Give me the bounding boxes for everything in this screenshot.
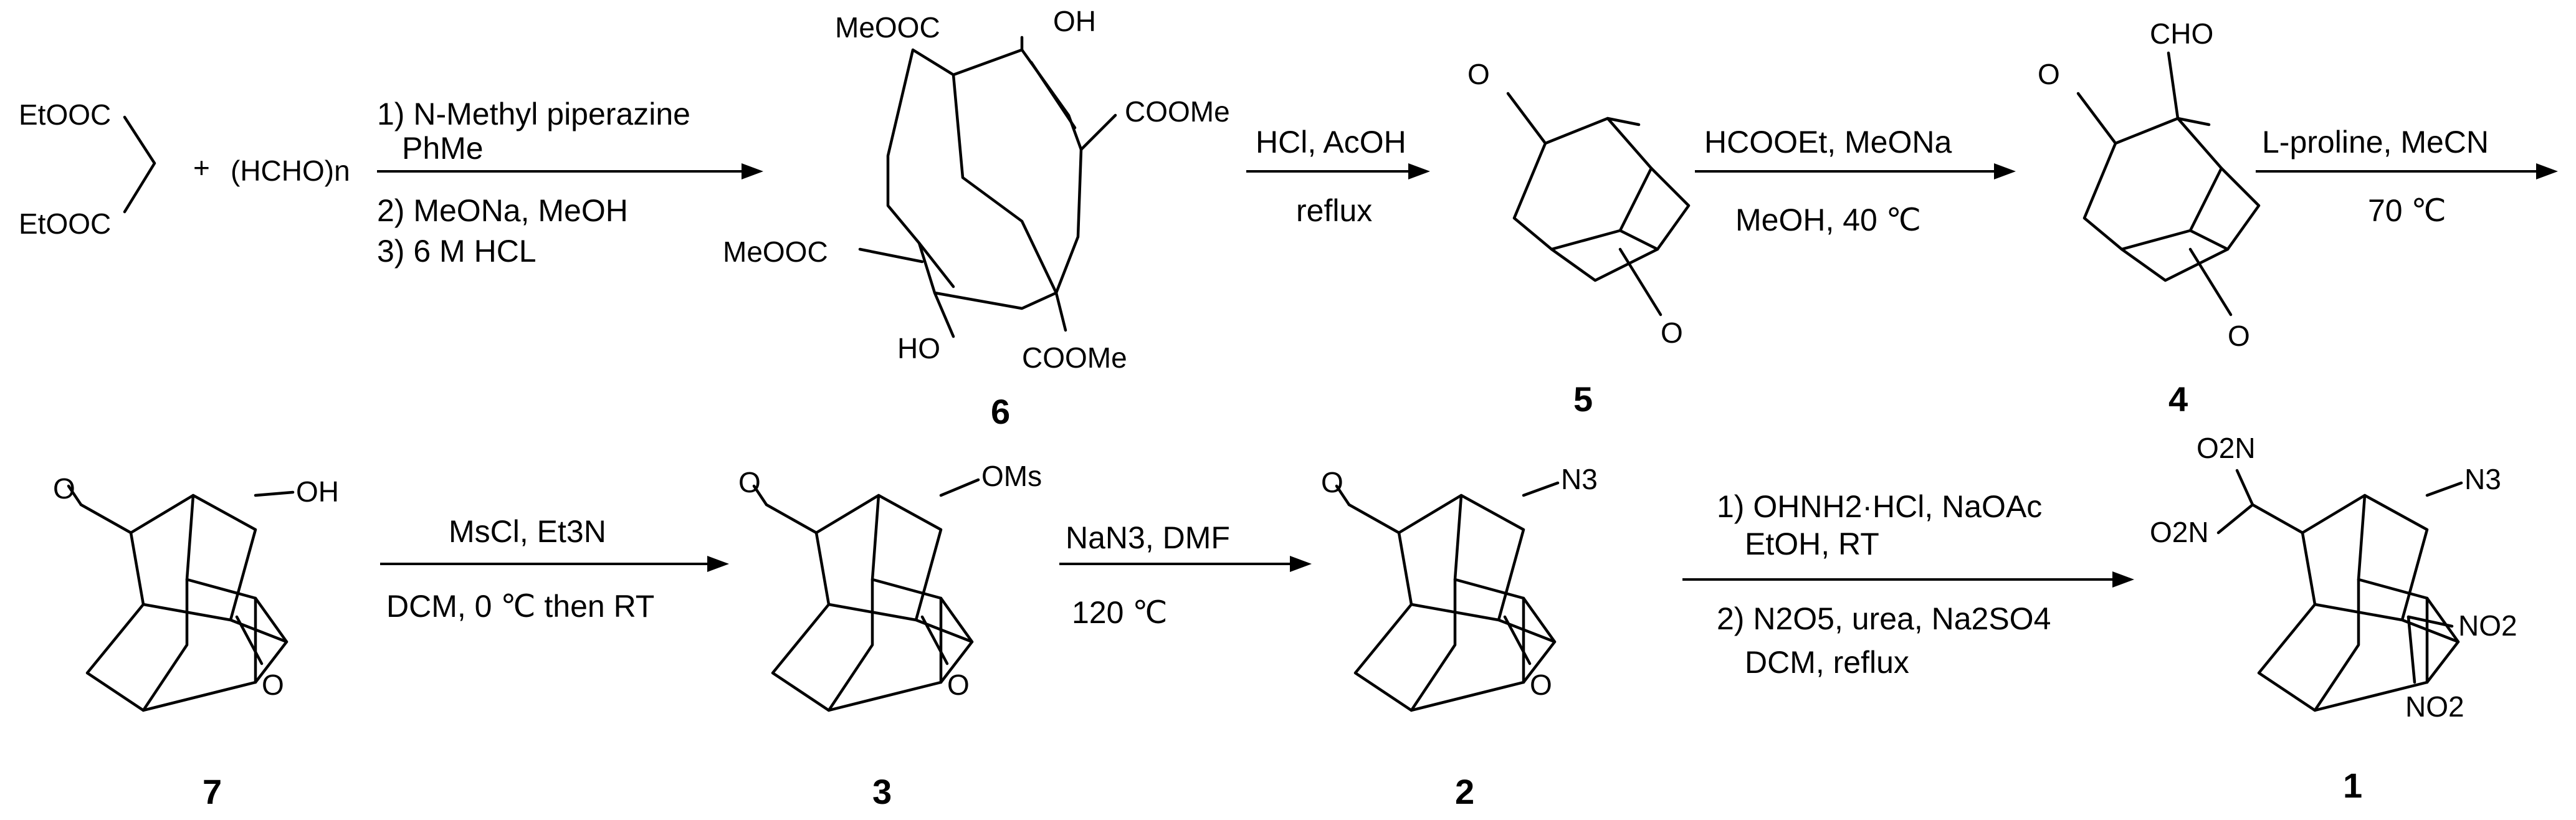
step-4-below: 70 ℃ xyxy=(2368,193,2446,228)
c6-label-ho-bottom: HO xyxy=(897,332,940,365)
compound-3: O OMs O 3 xyxy=(738,460,1042,811)
step-7-line-2: EtOH, RT xyxy=(1745,527,1879,561)
c2-number: 2 xyxy=(1455,772,1474,811)
step-5: MsCl, Et3N DCM, 0 ℃ then RT xyxy=(380,514,729,624)
c6-label-meooc-top: MeOOC xyxy=(835,11,940,44)
c5-o-bottom: O xyxy=(1661,317,1683,349)
step-1-line-3: 2) MeONa, MeOH xyxy=(377,193,628,228)
compound-4: CHO O O 4 xyxy=(2038,17,2259,419)
c3-number: 3 xyxy=(872,772,892,811)
step-3-arrowhead xyxy=(1994,163,2016,179)
c2-o-top: O xyxy=(1321,466,1343,498)
compound-6: MeOOC OH COOMe MeOOC HO COOMe 6 xyxy=(723,5,1230,431)
step-7-arrowhead xyxy=(2112,571,2134,588)
c7-number: 7 xyxy=(203,772,222,811)
step-6-arrowhead xyxy=(1290,556,1312,572)
step-4-above: L-proline, MeCN xyxy=(2262,125,2489,160)
step-1-line-4: 3) 6 M HCL xyxy=(377,234,537,269)
step-1-line-1: 1) N-Methyl piperazine xyxy=(377,97,690,131)
step-1: 1) N-Methyl piperazine PhMe 2) MeONa, Me… xyxy=(377,97,763,269)
c4-cho: CHO xyxy=(2150,17,2213,50)
c5-number: 5 xyxy=(1573,379,1593,419)
step-1-arrowhead xyxy=(742,163,763,179)
c3-oms: OMs xyxy=(981,460,1042,492)
c3-o-top: O xyxy=(738,466,761,498)
c6-label-coome-right: COOMe xyxy=(1125,95,1230,128)
c4-o-top: O xyxy=(2038,58,2060,90)
c3-o-bottom: O xyxy=(947,669,970,701)
compound-7: O OH O 7 xyxy=(53,472,339,811)
step-2-below: reflux xyxy=(1296,193,1372,228)
step-5-arrowhead xyxy=(707,556,729,572)
step-4-arrowhead xyxy=(2536,163,2558,179)
c7-oh: OH xyxy=(296,475,339,508)
step-6: NaN3, DMF 120 ℃ xyxy=(1059,520,1312,630)
c6-label-coome-bottom: COOMe xyxy=(1022,341,1127,374)
ester-label-bottom: EtOOC xyxy=(19,207,111,240)
step-7-line-1: 1) OHNH2·HCl, NaOAc xyxy=(1717,489,2042,524)
ester-label-top: EtOOC xyxy=(19,98,111,131)
step-1-line-2: PhMe xyxy=(402,131,484,166)
step-5-below: DCM, 0 ℃ then RT xyxy=(386,589,654,624)
c2-o-bottom: O xyxy=(1530,669,1552,701)
c1-no2-a: O2N xyxy=(2197,432,2256,464)
compound-2: O N3 O 2 xyxy=(1321,463,1598,811)
c7-o-top: O xyxy=(53,472,75,505)
step-3-above: HCOOEt, MeONa xyxy=(1704,125,1952,160)
c6-number: 6 xyxy=(991,392,1010,431)
step-3: HCOOEt, MeONa MeOH, 40 ℃ xyxy=(1695,125,2016,237)
step-2: HCl, AcOH reflux xyxy=(1246,125,1430,228)
step-6-below: 120 ℃ xyxy=(1072,595,1167,630)
step-7-line-3: 2) N2O5, urea, Na2SO4 xyxy=(1717,601,2051,636)
compound-5: O O 5 xyxy=(1467,58,1689,419)
step-5-above: MsCl, Et3N xyxy=(449,514,606,549)
c1-no2-d: NO2 xyxy=(2405,690,2464,723)
paraformaldehyde-label: (HCHO)n xyxy=(231,155,350,187)
c4-number: 4 xyxy=(2168,379,2188,419)
step-7-line-4: DCM, reflux xyxy=(1745,645,1909,680)
c6-label-oh-top: OH xyxy=(1053,5,1096,37)
c1-no2-b: O2N xyxy=(2150,516,2209,548)
compound-1: O2N O2N N3 NO2 NO2 1 xyxy=(2150,432,2517,805)
c5-o-top: O xyxy=(1467,58,1490,90)
c1-no2-c: NO2 xyxy=(2458,609,2517,642)
c1-number: 1 xyxy=(2343,766,2362,805)
c4-o-bottom: O xyxy=(2228,320,2250,352)
step-2-arrowhead xyxy=(1408,163,1430,179)
step-6-above: NaN3, DMF xyxy=(1066,520,1230,555)
step-7: 1) OHNH2·HCl, NaOAc EtOH, RT 2) N2O5, ur… xyxy=(1682,489,2134,680)
c6-label-meooc-left: MeOOC xyxy=(723,236,828,268)
step-2-above: HCl, AcOH xyxy=(1256,125,1406,160)
c1-n3: N3 xyxy=(2464,463,2501,495)
c2-n3: N3 xyxy=(1561,463,1598,495)
step-3-below: MeOH, 40 ℃ xyxy=(1735,203,1921,237)
plus-sign: + xyxy=(193,151,210,184)
c7-o-bottom: O xyxy=(262,669,284,701)
step-4: L-proline, MeCN 70 ℃ xyxy=(2256,125,2558,228)
diethyl-malonate: EtOOC EtOOC xyxy=(19,98,156,240)
